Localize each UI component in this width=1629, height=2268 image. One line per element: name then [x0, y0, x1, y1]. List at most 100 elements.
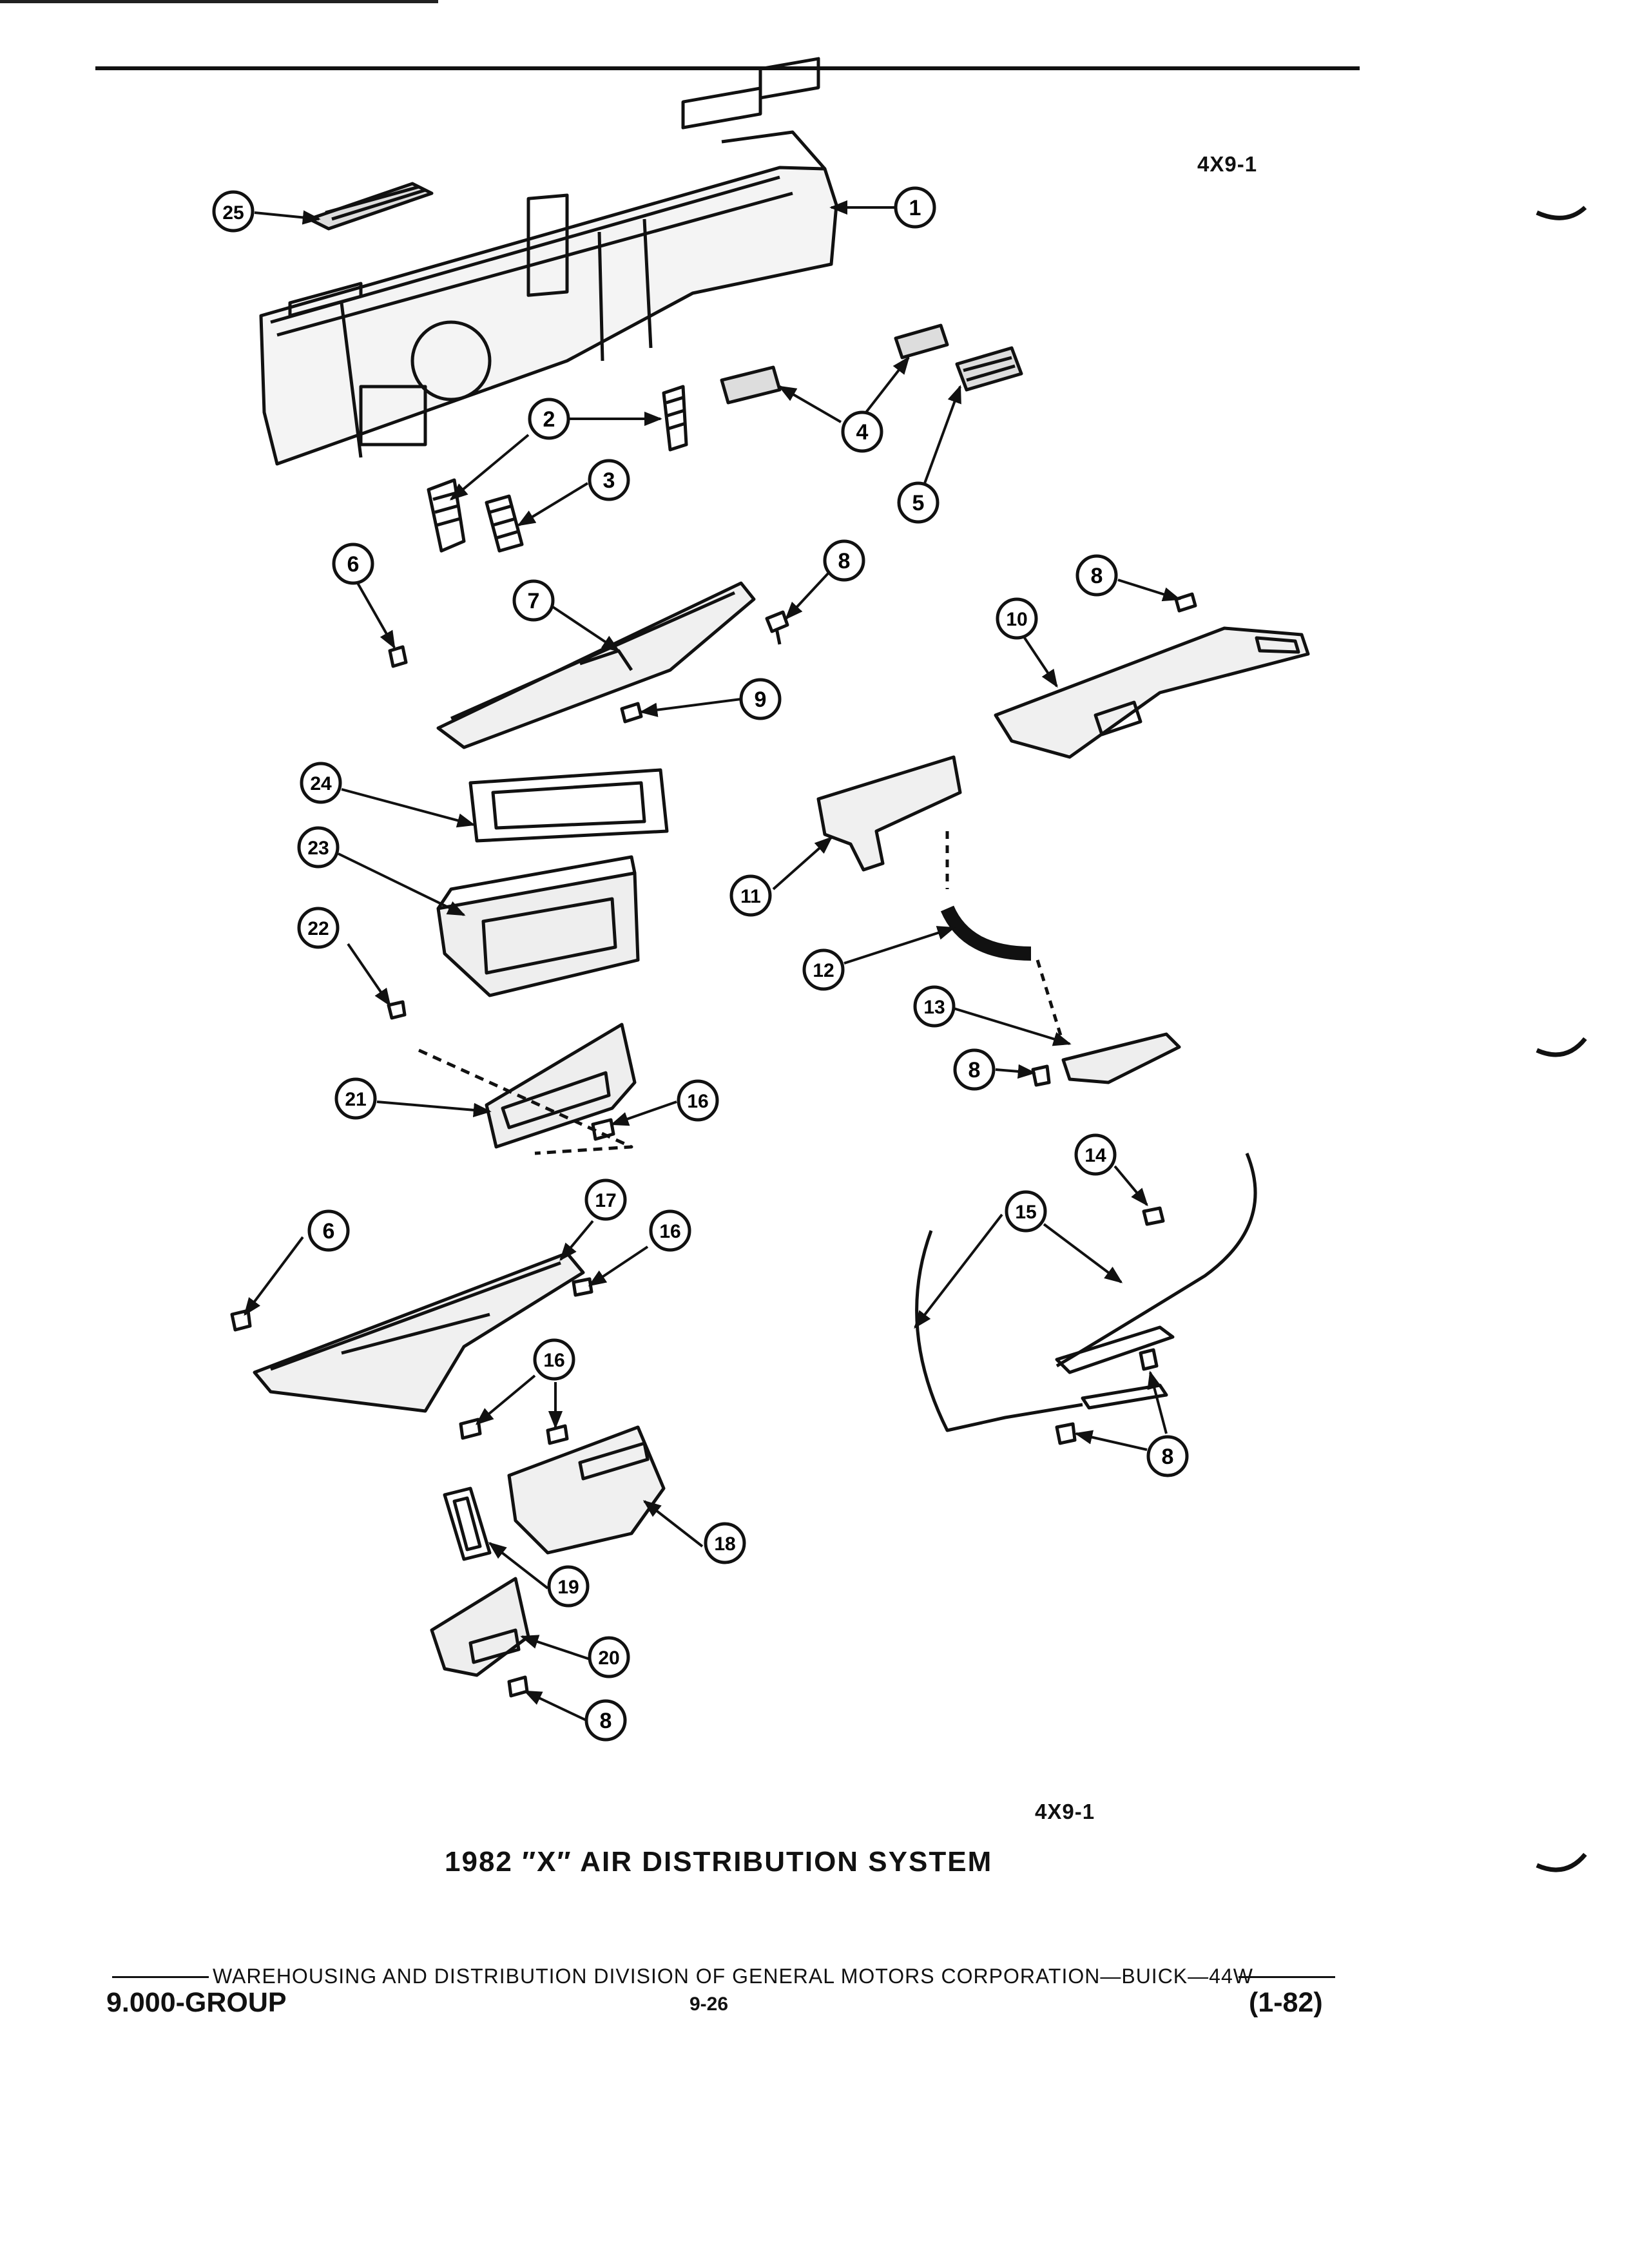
callout-6a: 6	[332, 543, 374, 585]
svg-text:16: 16	[659, 1221, 680, 1242]
screw-16a-part	[591, 1118, 615, 1141]
leader-8e	[1147, 1370, 1168, 1434]
cable-15-part	[915, 1153, 1257, 1432]
screw-16c-part	[546, 1424, 569, 1445]
callout-8e: 8	[584, 1699, 627, 1742]
svg-text:18: 18	[714, 1533, 735, 1555]
svg-text:17: 17	[595, 1190, 616, 1211]
callout-21: 21	[334, 1077, 377, 1120]
svg-text:23: 23	[307, 838, 329, 859]
page-top-edge-line	[0, 0, 438, 3]
callout-1: 1	[894, 186, 936, 229]
leader-5	[923, 385, 961, 484]
module-23-part	[436, 855, 640, 997]
callout-14: 14	[1074, 1133, 1117, 1176]
leader-15a	[914, 1213, 1003, 1329]
callout-8c: 8	[953, 1048, 996, 1091]
page-number: 9-26	[689, 1994, 729, 2015]
svg-text:3: 3	[603, 468, 615, 493]
svg-text:20: 20	[598, 1648, 619, 1669]
leader-4a	[778, 385, 842, 423]
leader-14	[1113, 1165, 1148, 1207]
svg-text:22: 22	[307, 918, 329, 939]
callout-18: 18	[704, 1522, 746, 1564]
figure-code-bottom: 4X9-1	[1035, 1800, 1095, 1823]
header-rule	[95, 66, 1360, 70]
outlet-right-part	[662, 385, 688, 452]
leader-8f	[523, 1690, 587, 1722]
callout-3: 3	[588, 459, 630, 501]
lower-case-21-part	[418, 1023, 637, 1155]
leader-16c	[475, 1374, 536, 1425]
leader-6b	[244, 1236, 304, 1316]
group-number: 9.000-GROUP	[106, 1987, 287, 2018]
svg-text:14: 14	[1084, 1145, 1106, 1166]
right-duct-part	[994, 626, 1310, 759]
revision-date: (1-82)	[1249, 1987, 1323, 2018]
leader-13	[953, 1007, 1072, 1046]
duct-11-part	[816, 755, 962, 872]
svg-text:1: 1	[909, 196, 921, 220]
svg-text:15: 15	[1015, 1202, 1036, 1223]
callout-13: 13	[913, 985, 956, 1028]
svg-text:4: 4	[856, 420, 869, 445]
leader-21	[376, 1100, 492, 1118]
svg-text:8: 8	[600, 1709, 612, 1733]
housing-18-part	[507, 1425, 666, 1555]
svg-text:16: 16	[687, 1091, 708, 1112]
lower-outlet-20-part	[430, 1577, 530, 1677]
leader-17	[559, 1220, 594, 1262]
svg-text:2: 2	[543, 407, 555, 432]
callout-20: 20	[588, 1636, 630, 1678]
callout-10: 10	[996, 597, 1038, 640]
leader-23	[338, 852, 466, 916]
svg-text:24: 24	[310, 773, 332, 794]
callout-23: 23	[297, 826, 340, 869]
leader-8b	[1117, 579, 1181, 602]
svg-text:8: 8	[838, 549, 851, 573]
defroster-grille-part	[307, 182, 434, 231]
nut-22-part	[387, 1000, 407, 1020]
callout-16a: 16	[677, 1079, 719, 1122]
callout-8d: 8	[1146, 1435, 1189, 1477]
svg-text:21: 21	[345, 1089, 366, 1110]
svg-text:8: 8	[1162, 1445, 1174, 1469]
leader-8d	[1074, 1430, 1148, 1451]
svg-text:6: 6	[323, 1219, 335, 1244]
leader-3	[517, 482, 589, 526]
footer-division-text: WAREHOUSING AND DISTRIBUTION DIVISION OF…	[213, 1965, 1253, 1988]
screw-17-part	[572, 1277, 593, 1297]
callout-11: 11	[729, 874, 772, 917]
callout-22: 22	[297, 907, 340, 949]
leader-6a	[356, 582, 396, 649]
instrument-panel-part	[259, 57, 838, 466]
leader-4b	[862, 356, 910, 417]
leader-12	[843, 926, 956, 965]
leader-11	[772, 836, 833, 890]
screw-upper-part	[765, 610, 789, 645]
figure-code-top: 4X9-1	[1197, 152, 1258, 176]
svg-text:11: 11	[740, 886, 761, 907]
leader-16b	[588, 1245, 649, 1287]
leader-9	[639, 698, 742, 717]
leader-18	[642, 1500, 704, 1548]
screw-10-part	[1174, 592, 1197, 613]
screw-20-part	[507, 1675, 529, 1698]
svg-text:19: 19	[557, 1577, 579, 1598]
seal-24-part	[468, 768, 669, 843]
side-outlet-5-part	[955, 346, 1023, 392]
screw-16b-part	[459, 1418, 482, 1440]
leader-8a	[785, 572, 829, 620]
callout-8b: 8	[1075, 554, 1118, 597]
callout-2: 2	[528, 398, 570, 440]
svg-text:16: 16	[543, 1350, 564, 1371]
svg-text:8: 8	[969, 1058, 981, 1082]
leader-25	[254, 210, 321, 225]
callout-15: 15	[1005, 1190, 1047, 1233]
svg-text:9: 9	[755, 687, 767, 712]
outlet-center-part	[485, 494, 524, 553]
footer-rule	[112, 1965, 1336, 1990]
leader-8c	[995, 1064, 1036, 1079]
callout-16b: 16	[649, 1209, 691, 1252]
leader-22	[347, 943, 391, 1007]
